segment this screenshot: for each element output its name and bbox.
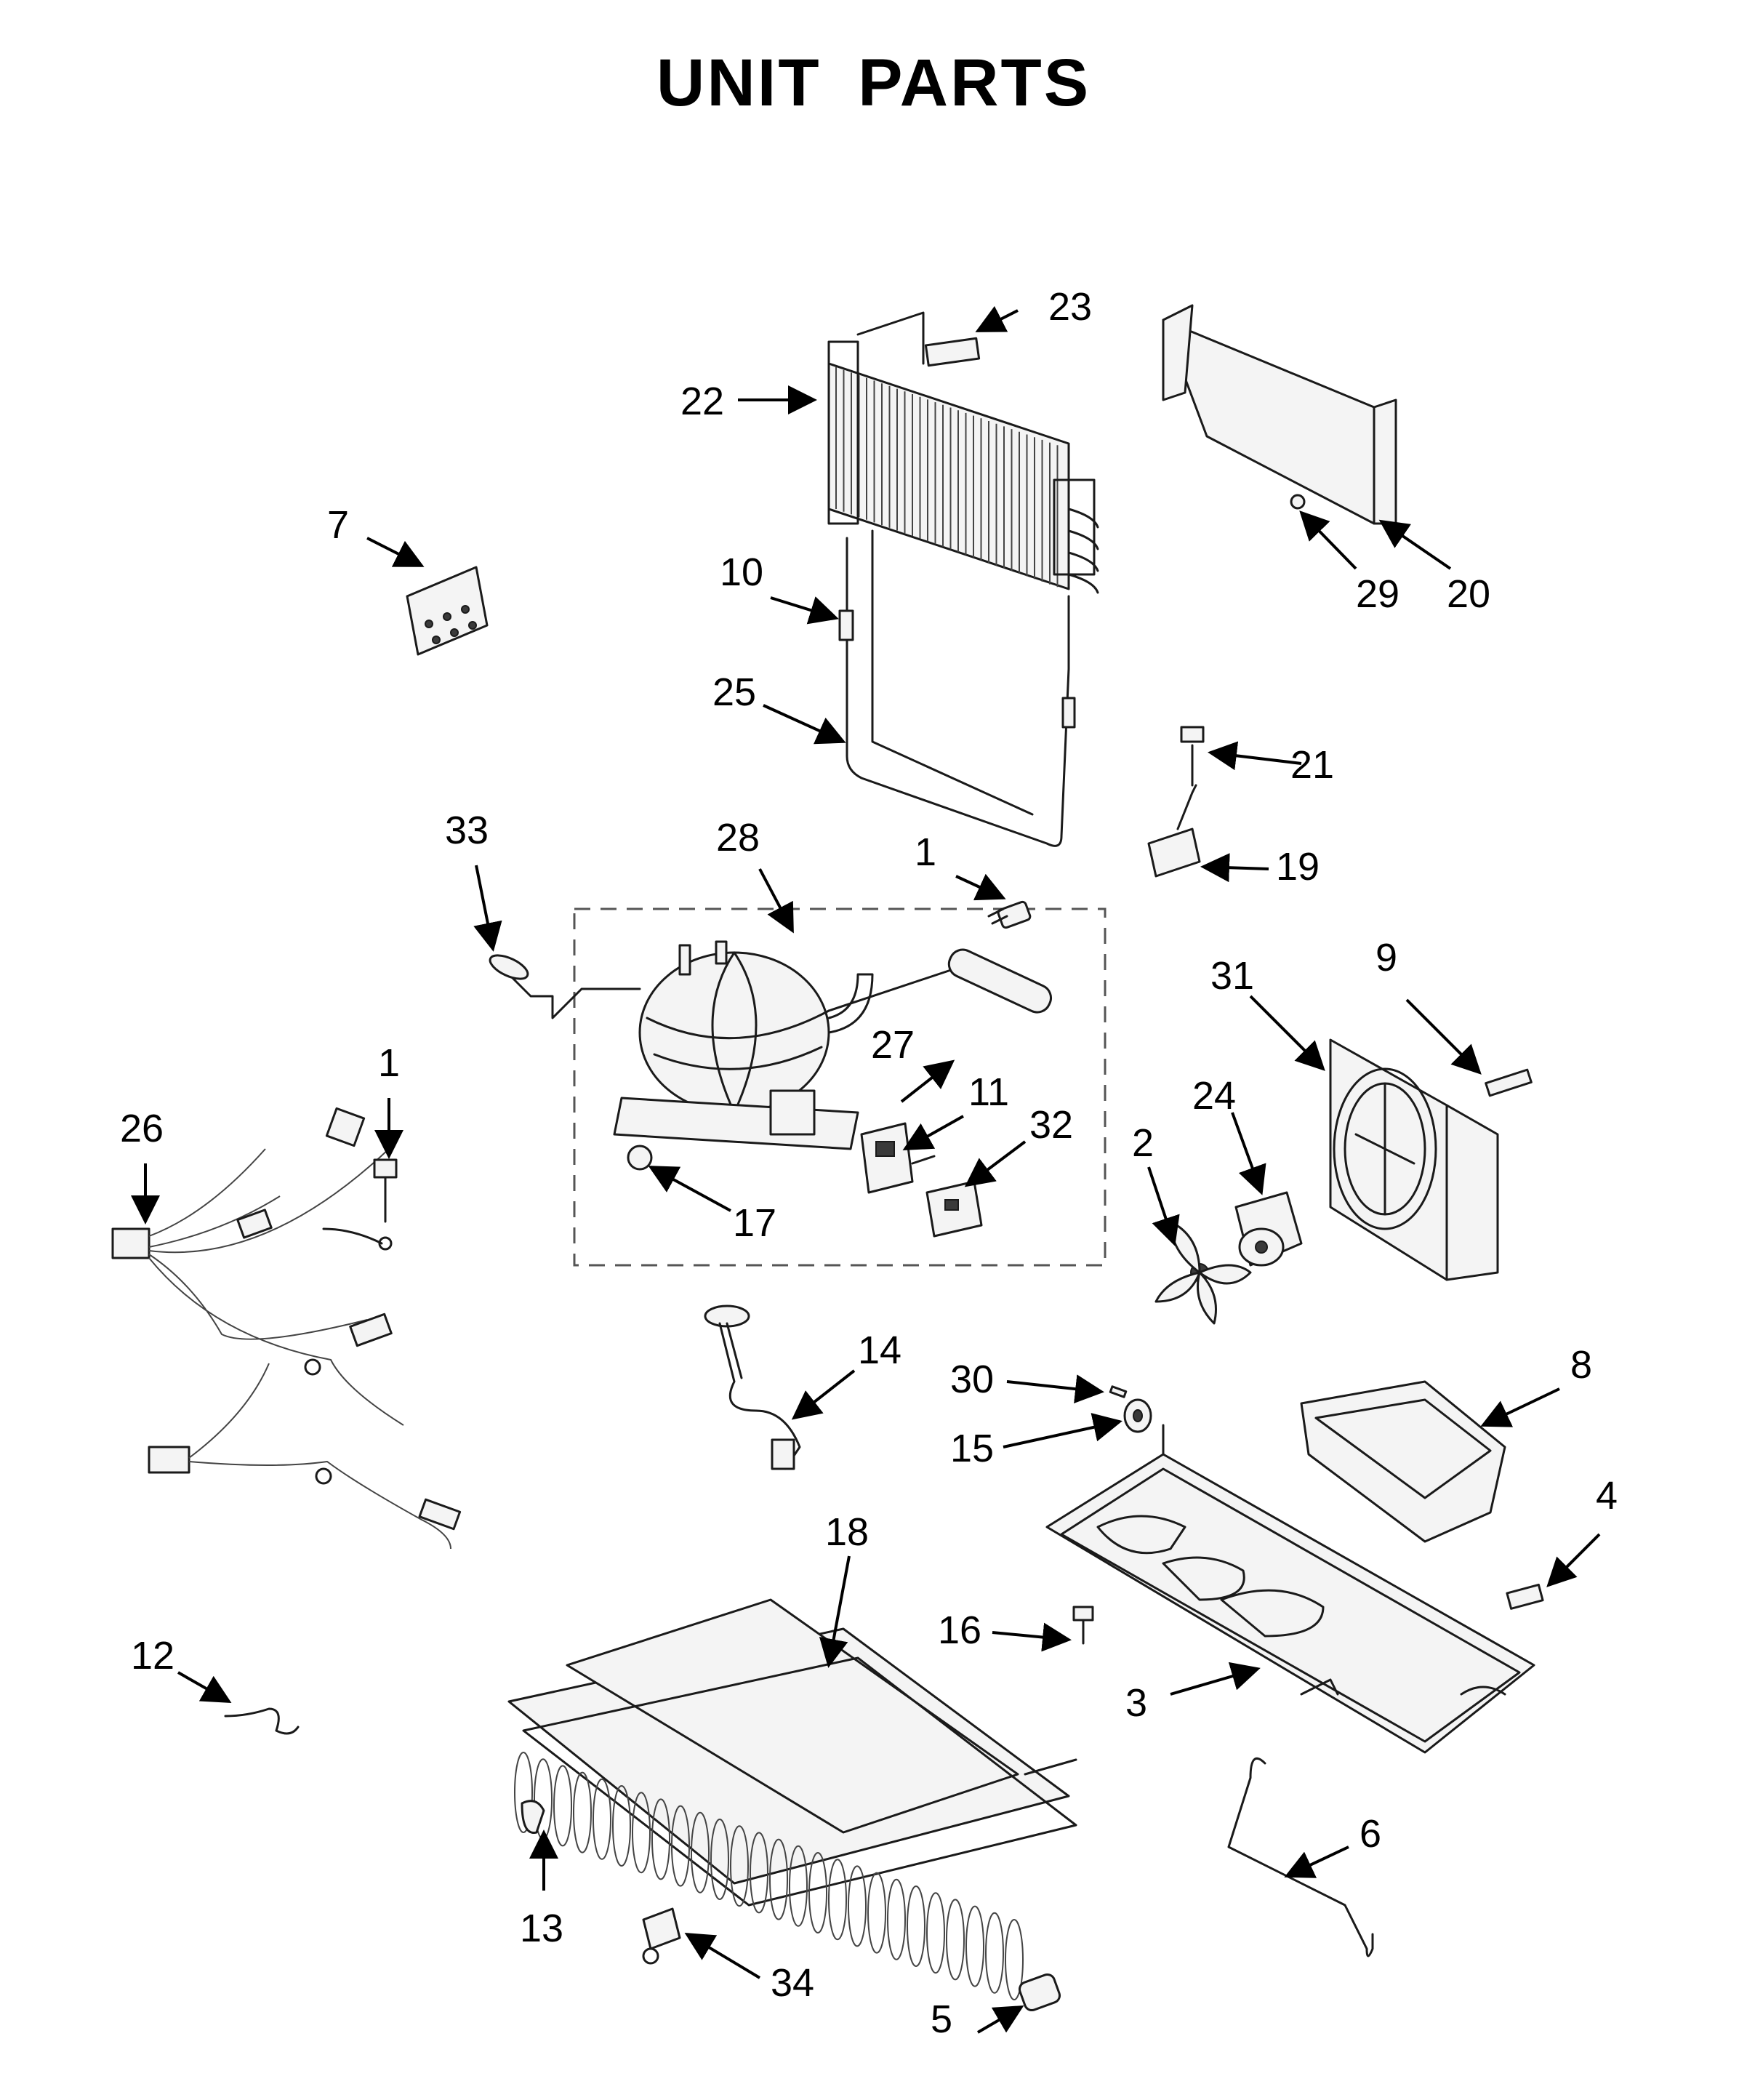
tube-clip xyxy=(521,1800,545,1834)
callout-24: 24 xyxy=(1192,1074,1236,1118)
compressor xyxy=(613,940,874,1171)
callout-7: 7 xyxy=(327,503,349,547)
callout-33: 33 xyxy=(445,809,489,852)
hanger-wire xyxy=(1227,1757,1374,1957)
condenser-bracket xyxy=(1147,726,1205,878)
callout-13: 13 xyxy=(520,1907,563,1950)
callout-29: 29 xyxy=(1356,572,1399,616)
suction-line xyxy=(489,954,641,1019)
callout-21: 21 xyxy=(1290,743,1334,787)
tube-grommet xyxy=(1018,1973,1061,2012)
leader-lines xyxy=(131,305,1601,2034)
callout-34: 34 xyxy=(771,1961,814,2005)
callout-1b: 1 xyxy=(378,1041,400,1085)
evaporator xyxy=(507,1598,1077,2000)
callout-2: 2 xyxy=(1132,1121,1154,1165)
callout-15: 15 xyxy=(950,1427,994,1470)
page-title: UNIT PARTS xyxy=(656,46,1091,120)
callout-labels: 23 22 7 10 29 20 25 21 33 28 1 19 31 9 2… xyxy=(120,285,1618,2041)
compressor-assembly-box xyxy=(573,907,1107,1267)
base-bolt xyxy=(1506,1583,1544,1610)
callout-16: 16 xyxy=(938,1608,981,1652)
drain-tube xyxy=(704,1305,801,1470)
callout-17: 17 xyxy=(733,1201,776,1245)
ground-screw xyxy=(373,1158,398,1223)
callout-19: 19 xyxy=(1276,845,1320,889)
wire-clip xyxy=(224,1707,300,1735)
air-duct-cover xyxy=(1162,304,1397,525)
callout-31: 31 xyxy=(1210,954,1254,998)
callout-26: 26 xyxy=(120,1107,164,1150)
callout-4: 4 xyxy=(1596,1474,1618,1518)
wiring-harness xyxy=(111,1107,462,1550)
callout-22: 22 xyxy=(680,380,724,423)
callout-23: 23 xyxy=(1048,285,1092,329)
drain-pan xyxy=(1300,1380,1506,1543)
start-relay xyxy=(860,1122,936,1194)
callout-6: 6 xyxy=(1360,1812,1381,1856)
callout-10: 10 xyxy=(720,550,763,594)
drier xyxy=(827,948,1053,1014)
callout-32: 32 xyxy=(1029,1103,1073,1147)
callout-20: 20 xyxy=(1447,572,1490,616)
control-board xyxy=(406,566,489,656)
grommet xyxy=(1109,1385,1152,1433)
condenser-tubing xyxy=(838,529,1076,847)
callout-30: 30 xyxy=(950,1358,994,1401)
callout-5: 5 xyxy=(931,1997,952,2041)
defrost-sensor xyxy=(642,1907,681,1965)
callout-3: 3 xyxy=(1125,1681,1147,1725)
callout-9: 9 xyxy=(1375,936,1397,979)
fan-shroud xyxy=(1329,1038,1499,1281)
callout-12: 12 xyxy=(131,1634,174,1678)
callout-25: 25 xyxy=(712,670,756,714)
condenser xyxy=(827,311,1099,594)
callout-18: 18 xyxy=(825,1510,869,1554)
callout-8: 8 xyxy=(1570,1343,1592,1387)
base-screw xyxy=(1072,1606,1094,1645)
mounting-bolt xyxy=(987,900,1032,929)
fan-motor xyxy=(1234,1191,1303,1267)
shroud-screw xyxy=(1485,1068,1533,1097)
callout-14: 14 xyxy=(858,1328,901,1372)
relay-cover xyxy=(925,1180,983,1238)
base-pan xyxy=(1045,1424,1535,1754)
callout-27: 27 xyxy=(871,1023,915,1067)
callout-11: 11 xyxy=(968,1070,1009,1114)
callout-1: 1 xyxy=(915,830,936,874)
fan-blade xyxy=(1154,1220,1252,1325)
callout-28: 28 xyxy=(716,816,760,859)
